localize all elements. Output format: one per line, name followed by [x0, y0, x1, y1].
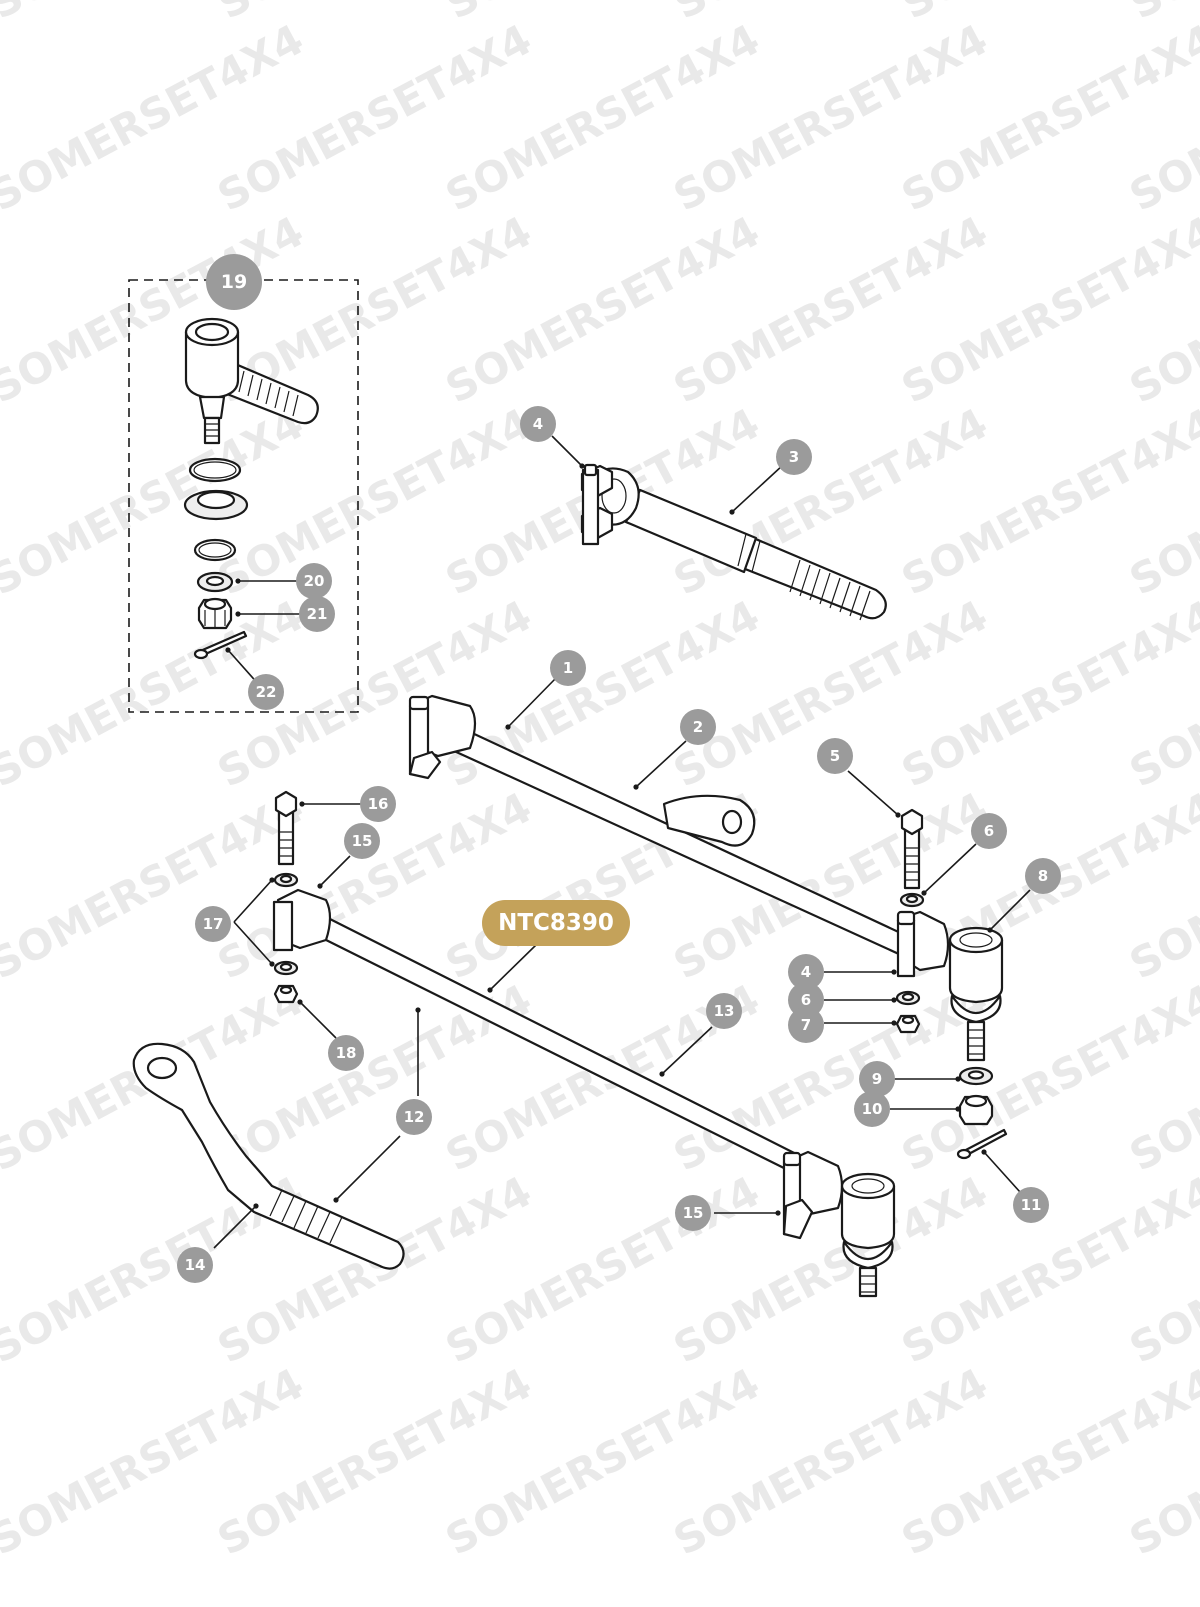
- leader-lines: [213, 435, 1031, 1249]
- callout-22: 22: [248, 674, 284, 710]
- svg-text:15: 15: [683, 1204, 704, 1222]
- kit-number-label: NTC8390: [498, 910, 614, 936]
- kit-number-badge[interactable]: NTC8390: [482, 900, 630, 946]
- callout-20: 20: [296, 563, 332, 599]
- repair-kit-group: [128, 279, 359, 713]
- track-rod-drawing: [272, 888, 896, 1298]
- washer-part-20: [196, 571, 234, 593]
- svg-text:10: 10: [862, 1100, 883, 1118]
- tie-rod-end-drawing: [580, 463, 887, 621]
- circlip-part: [188, 457, 242, 483]
- svg-text:12: 12: [404, 1108, 425, 1126]
- callout-5: 5: [817, 738, 853, 774]
- svg-text:13: 13: [714, 1002, 735, 1020]
- svg-text:3: 3: [789, 448, 799, 466]
- svg-text:11: 11: [1021, 1196, 1042, 1214]
- callout-8: 8: [1025, 858, 1061, 894]
- svg-text:22: 22: [256, 683, 277, 701]
- callout-18: 18: [328, 1035, 364, 1071]
- callout-14: 14: [177, 1247, 213, 1283]
- nut-fasteners-right: [895, 990, 921, 1034]
- callout-19: 19: [206, 254, 262, 310]
- washer-nut-9-10: [958, 1066, 994, 1126]
- split-pin-11: [956, 1128, 1008, 1160]
- callout-16: 16: [360, 786, 396, 822]
- callout-1: 1: [550, 650, 586, 686]
- svg-text:2: 2: [693, 718, 703, 736]
- svg-text:4: 4: [533, 415, 543, 433]
- callout-13: 13: [706, 993, 742, 1029]
- callout-9: 9: [859, 1061, 895, 1097]
- bolt-16-drawing: [273, 790, 299, 1004]
- svg-text:21: 21: [307, 605, 328, 623]
- svg-text:20: 20: [304, 572, 325, 590]
- ball-joint-drawing: [184, 317, 319, 445]
- drop-arm-drawing: [132, 1042, 405, 1270]
- svg-text:6: 6: [984, 822, 994, 840]
- watermark-layer: SOMERSET4X4SOMERSET4X4SOMERSET4X4SOMERSE…: [0, 0, 1200, 1565]
- callout-4-right: 4: [788, 954, 824, 990]
- svg-text:19: 19: [221, 271, 247, 293]
- split-pin-part-22: [193, 630, 248, 660]
- callout-6-upper: 6: [971, 813, 1007, 849]
- svg-text:1: 1: [563, 659, 573, 677]
- svg-text:18: 18: [336, 1044, 357, 1062]
- svg-text:5: 5: [830, 747, 840, 765]
- svg-text:16: 16: [368, 795, 389, 813]
- callout-15-lower: 15: [675, 1195, 711, 1231]
- svg-text:7: 7: [801, 1016, 811, 1034]
- callout-21: 21: [299, 596, 335, 632]
- drag-link-drawing: [408, 694, 1004, 1062]
- callout-4-top: 4: [520, 406, 556, 442]
- callouts: 19 20 21 22 4 3 1 2 5 6 8 16 15 17 18 4 …: [177, 254, 1061, 1283]
- callout-11: 11: [1013, 1187, 1049, 1223]
- callout-17: 17: [195, 906, 231, 942]
- callout-7: 7: [788, 1007, 824, 1043]
- svg-text:6: 6: [801, 991, 811, 1009]
- svg-text:17: 17: [203, 915, 224, 933]
- bolt-5-drawing: [900, 808, 924, 890]
- callout-3: 3: [776, 439, 812, 475]
- callout-12: 12: [396, 1099, 432, 1135]
- svg-text:8: 8: [1038, 867, 1048, 885]
- svg-text:9: 9: [872, 1070, 882, 1088]
- callout-2: 2: [680, 709, 716, 745]
- callout-6-right: 6: [788, 982, 824, 1018]
- castle-nut-part-21: [197, 597, 233, 630]
- washer-6-upper: [899, 892, 925, 908]
- svg-text:14: 14: [185, 1256, 206, 1274]
- svg-text:15: 15: [352, 832, 373, 850]
- callout-10: 10: [854, 1091, 890, 1127]
- callout-15-upper: 15: [344, 823, 380, 859]
- svg-text:4: 4: [801, 963, 811, 981]
- boot-seal-part: [183, 489, 249, 521]
